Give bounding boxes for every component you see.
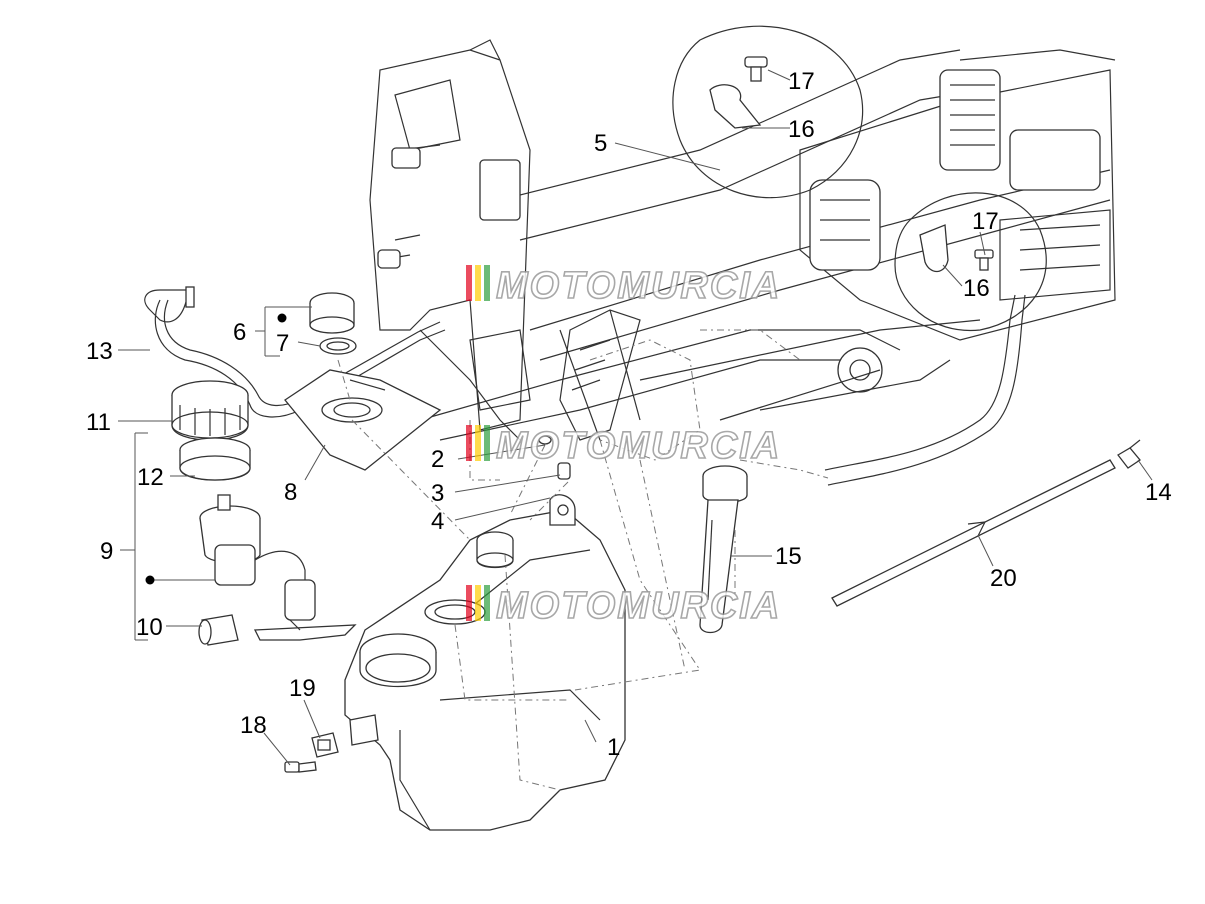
callout-12: 12	[137, 464, 164, 491]
callout-13: 13	[86, 338, 113, 365]
callout-11: 11	[86, 409, 111, 436]
fuel-tank-part-1	[344, 494, 626, 831]
screw-part-17-top	[744, 56, 768, 82]
scooter-frame	[369, 39, 1116, 441]
callout-6: 6	[233, 319, 246, 346]
callout-14: 14	[1145, 479, 1172, 506]
fuel-pump-part-9	[199, 494, 357, 641]
callout-2: 2	[431, 446, 444, 473]
callout-labels: 1 2 3 4 5 6 7 8 9 10 11 12 13 14 15 16 1…	[86, 68, 1172, 761]
level-sensor-part-15	[699, 465, 748, 634]
watermark-2: MOTOMURCIA	[466, 424, 781, 468]
watermark-3: MOTOMURCIA	[466, 584, 781, 628]
callout-4: 4	[431, 508, 444, 535]
seal-ring-part-12	[179, 437, 251, 481]
screw-part-17-right	[974, 249, 994, 271]
callout-1: 1	[607, 734, 620, 761]
clip-nut-part-19	[311, 732, 339, 758]
fuel-cap-part-6	[309, 292, 355, 334]
fitting-part-2	[538, 435, 552, 445]
clip-part-16-right	[919, 224, 949, 273]
tube-part-20	[831, 459, 1116, 607]
watermark-1: MOTOMURCIA	[466, 264, 781, 308]
callout-17-top: 17	[788, 68, 815, 95]
callout-10: 10	[136, 614, 163, 641]
callout-16-top: 16	[788, 116, 815, 143]
breather-hose-part-13	[144, 286, 446, 418]
vent-hose	[824, 294, 1026, 486]
filter-part-10	[198, 614, 239, 646]
bolt-part-18	[284, 761, 317, 773]
callout-19: 19	[289, 675, 316, 702]
callout-7: 7	[276, 330, 289, 357]
callout-15: 15	[775, 543, 802, 570]
bullet-dot-9	[145, 575, 155, 585]
hose-fitting-part-14	[1117, 439, 1141, 469]
fitting-part-3	[557, 462, 571, 480]
callout-3: 3	[431, 480, 444, 507]
gasket-part-7	[319, 337, 357, 355]
filler-tray-part-8	[284, 369, 442, 471]
callout-18: 18	[240, 712, 267, 739]
callout-5: 5	[594, 130, 607, 157]
callout-20: 20	[990, 565, 1017, 592]
watermark-text-3: MOTOMURCIA	[496, 585, 781, 627]
callout-8: 8	[284, 479, 297, 506]
detail-circle-right	[894, 192, 1047, 332]
watermark-text-2: MOTOMURCIA	[496, 425, 781, 467]
callout-9: 9	[100, 538, 113, 565]
detail-circle-top	[672, 25, 864, 199]
watermark-text-1: MOTOMURCIA	[496, 265, 781, 307]
clip-part-16-top	[709, 84, 762, 129]
callout-16-right: 16	[963, 275, 990, 302]
leader-lines	[118, 69, 1153, 766]
callout-17-right: 17	[972, 208, 999, 235]
bullet-dot-6	[277, 313, 287, 323]
lock-ring-part-11	[171, 380, 249, 441]
